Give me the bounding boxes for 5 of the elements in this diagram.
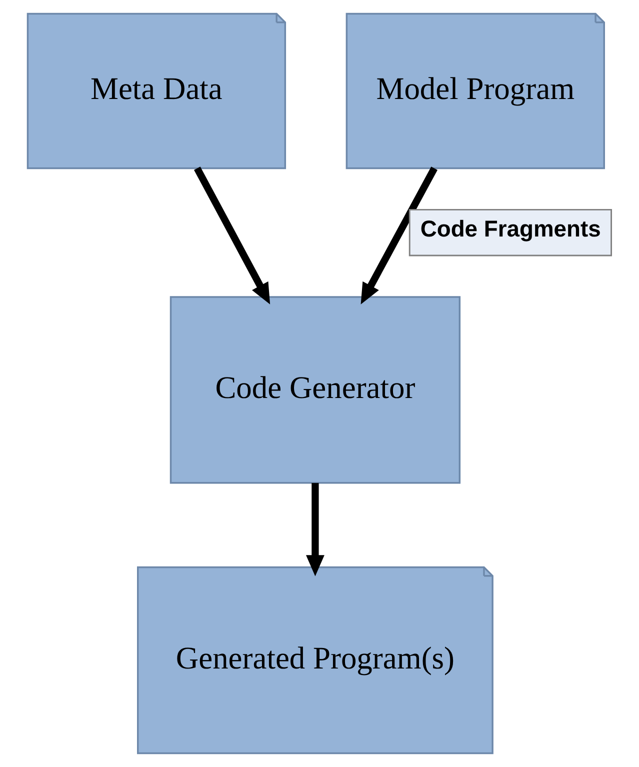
arrow: [306, 483, 324, 576]
edge-label: Code Fragments: [420, 216, 601, 242]
arrow: [194, 166, 270, 304]
node-box: Code Generator: [170, 296, 461, 484]
arrow: [360, 166, 438, 304]
